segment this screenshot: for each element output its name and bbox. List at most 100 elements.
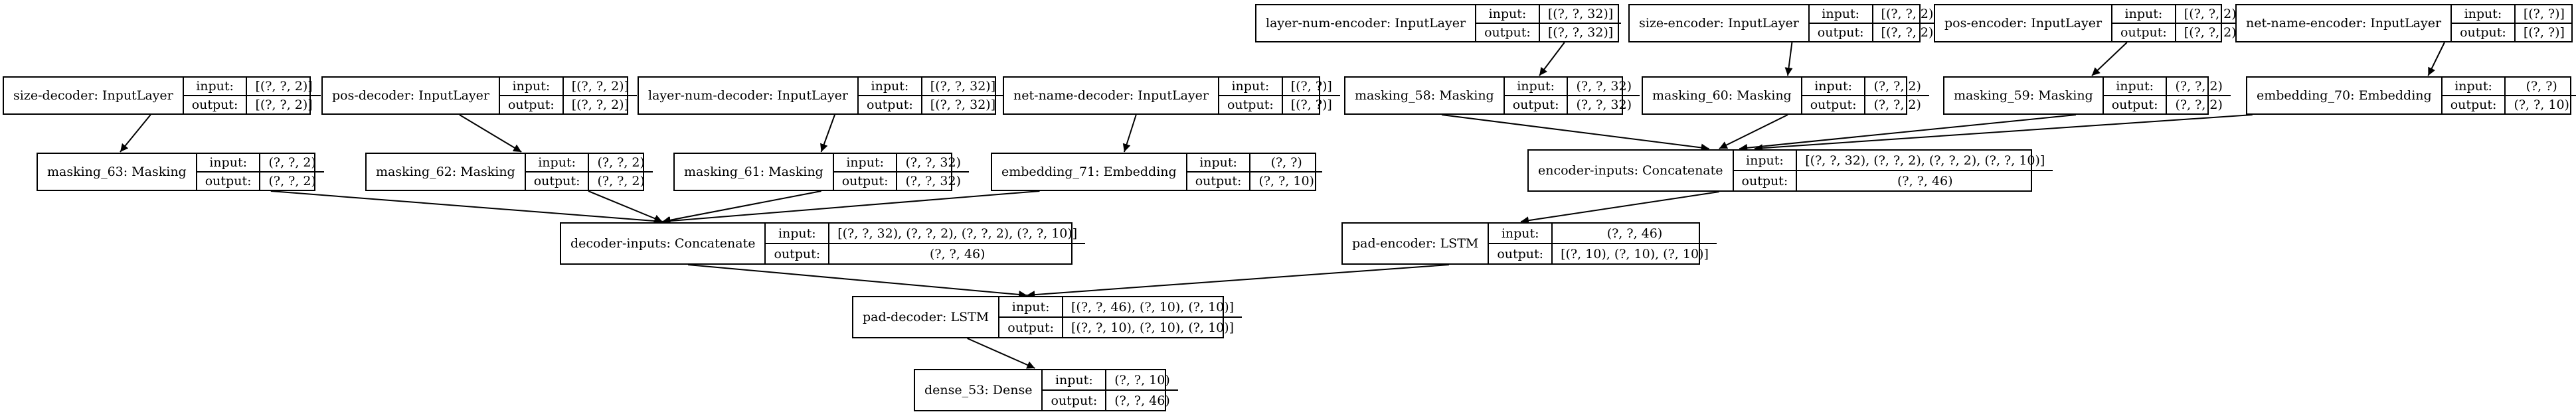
- io-shapes: [(?, ?, 2)][(?, ?, 2)]: [563, 78, 638, 113]
- edge-pos-encoder-to-masking-59: [2091, 42, 2128, 76]
- io-labels: input: output:: [1504, 78, 1569, 113]
- input-label: input:: [525, 154, 588, 173]
- io-shapes: [(?, ?)] [(?, ?)]: [1282, 78, 1340, 113]
- input-shape: [(?, ?)]: [1282, 78, 1340, 96]
- input-shape: [(?, ?, 32)]: [1539, 5, 1622, 24]
- output-label: output:: [1051, 393, 1098, 408]
- io-shapes: [(?, ?, 32)][(?, ?, 32)]: [1539, 5, 1622, 41]
- layer-name: masking_58: Masking: [1345, 78, 1505, 113]
- io-labels: input:output:: [1187, 154, 1251, 190]
- io-labels: input:output:: [859, 78, 922, 113]
- input-shape: (?, ?, 46): [1553, 224, 1717, 244]
- input-shape: (?, ?, 32): [897, 154, 970, 173]
- io-labels: input:output:: [1219, 78, 1283, 113]
- layer-name: encoder-inputs: Concatenate: [1529, 151, 1734, 190]
- io-labels: input:output:: [2452, 5, 2516, 41]
- input-shape: [(?, ?)]: [2515, 5, 2573, 24]
- io-shapes: (?, ?, 2)(?, ?, 2): [2167, 78, 2231, 113]
- output-label: output:: [1195, 174, 1242, 188]
- io-shapes: [(?, ?, 46), (?, 10), (?, 10)][(?, ?, 10…: [1063, 297, 1243, 337]
- io-labels: input: output:: [183, 78, 248, 113]
- output-label: output:: [1512, 98, 1559, 112]
- input-shape: (?, ?, 10): [1106, 370, 1178, 391]
- edge-size-encoder-to-masking-60: [1784, 42, 1793, 76]
- io-labels: input: output:: [1043, 370, 1107, 410]
- io-shapes: (?, ?, 2)(?, ?, 2): [589, 154, 653, 190]
- edge-masking-58-to-encoder-inputs: [1441, 114, 1709, 152]
- input-label: input:: [766, 224, 829, 244]
- io-labels: input:output:: [525, 154, 590, 190]
- edge-pad-decoder-to-dense-53: [967, 338, 1035, 369]
- io-shapes: (?, ?, 32)(?, ?, 32): [1568, 78, 1640, 113]
- layer-name: dense_53: Dense: [915, 370, 1043, 410]
- io-shapes: (?, ?, 32)(?, ?, 32): [897, 154, 970, 190]
- output-label: output:: [1007, 320, 1055, 335]
- input-label: input:: [1504, 78, 1567, 96]
- layer-name: size-encoder: InputLayer: [1630, 5, 1810, 41]
- layer-name: layer-num-encoder: InputLayer: [1256, 5, 1477, 41]
- input-shape: (?, ?): [2506, 78, 2576, 96]
- input-shape: [(?, ?, 32), (?, ?, 2), (?, ?, 2), (?, ?…: [1797, 151, 2053, 171]
- layer-name: masking_60: Masking: [1643, 78, 1802, 113]
- input-label: input:: [1809, 5, 1872, 24]
- output-label: output:: [2460, 25, 2506, 40]
- output-shape: [(?, ?, 10), (?, 10), (?, 10)]: [1071, 320, 1235, 335]
- edge-masking-63-to-decoder-inputs: [270, 190, 663, 226]
- input-label: input:: [183, 78, 246, 96]
- output-shape: [(?, ?, 32)]: [930, 98, 996, 112]
- layer-name: pad-encoder: LSTM: [1343, 224, 1490, 263]
- io-shapes: [(?, ?, 32), (?, ?, 2), (?, ?, 2), (?, ?…: [829, 224, 1086, 263]
- input-shape: (?, ?, 2): [1865, 78, 1929, 96]
- io-shapes: [(?, ?, 32), (?, ?, 2), (?, ?, 2), (?, ?…: [1797, 151, 2053, 190]
- layer-name: decoder-inputs: Concatenate: [561, 224, 766, 263]
- output-label: output:: [2450, 98, 2497, 112]
- layer-name: embedding_70: Embedding: [2247, 78, 2443, 113]
- layer-name: size-decoder: InputLayer: [4, 78, 184, 113]
- output-label: output:: [2120, 25, 2167, 40]
- output-label: output:: [1810, 98, 1857, 112]
- edge-layer-num-encoder-to-masking-58: [1539, 42, 1565, 76]
- edge-embedding-70-to-encoder-inputs: [1754, 114, 2253, 153]
- output-label: output:: [774, 246, 821, 261]
- io-labels: input: output:: [1802, 78, 1866, 113]
- input-label: input:: [1219, 78, 1282, 96]
- output-shape: [(?, ?, 2)]: [1881, 25, 1938, 40]
- io-labels: input:output:: [2112, 5, 2176, 41]
- input-shape: (?, ?, 2): [260, 154, 324, 173]
- output-label: output:: [2111, 98, 2158, 112]
- input-label: input:: [2112, 5, 2175, 24]
- edge-masking-61-to-decoder-inputs: [662, 190, 821, 224]
- io-labels: input: output:: [766, 224, 830, 263]
- output-label: output:: [205, 174, 252, 188]
- input-label: input:: [1043, 370, 1106, 391]
- layer-name: pad-decoder: LSTM: [853, 297, 1000, 337]
- output-label: output:: [1817, 25, 1864, 40]
- output-shape: (?, ?, 2): [2175, 98, 2223, 112]
- layer-name: pos-decoder: InputLayer: [323, 78, 500, 113]
- layer-name: net-name-encoder: InputLayer: [2237, 5, 2452, 41]
- output-shape: [(?, ?)]: [1290, 98, 1332, 112]
- io-shapes: [(?, ?, 2)][(?, ?, 2)]: [1873, 5, 1946, 41]
- io-shapes: (?, ?, 46)[(?, 10), (?, 10), (?, 10)]: [1553, 224, 1717, 263]
- layer-name: net-name-decoder: InputLayer: [1004, 78, 1219, 113]
- input-label: input:: [1802, 78, 1865, 96]
- edge-layer-num-decoder-to-masking-61: [820, 114, 835, 153]
- output-shape: [(?, ?, 2)]: [2184, 25, 2242, 40]
- output-label: output:: [191, 98, 238, 112]
- input-label: input:: [1187, 154, 1250, 173]
